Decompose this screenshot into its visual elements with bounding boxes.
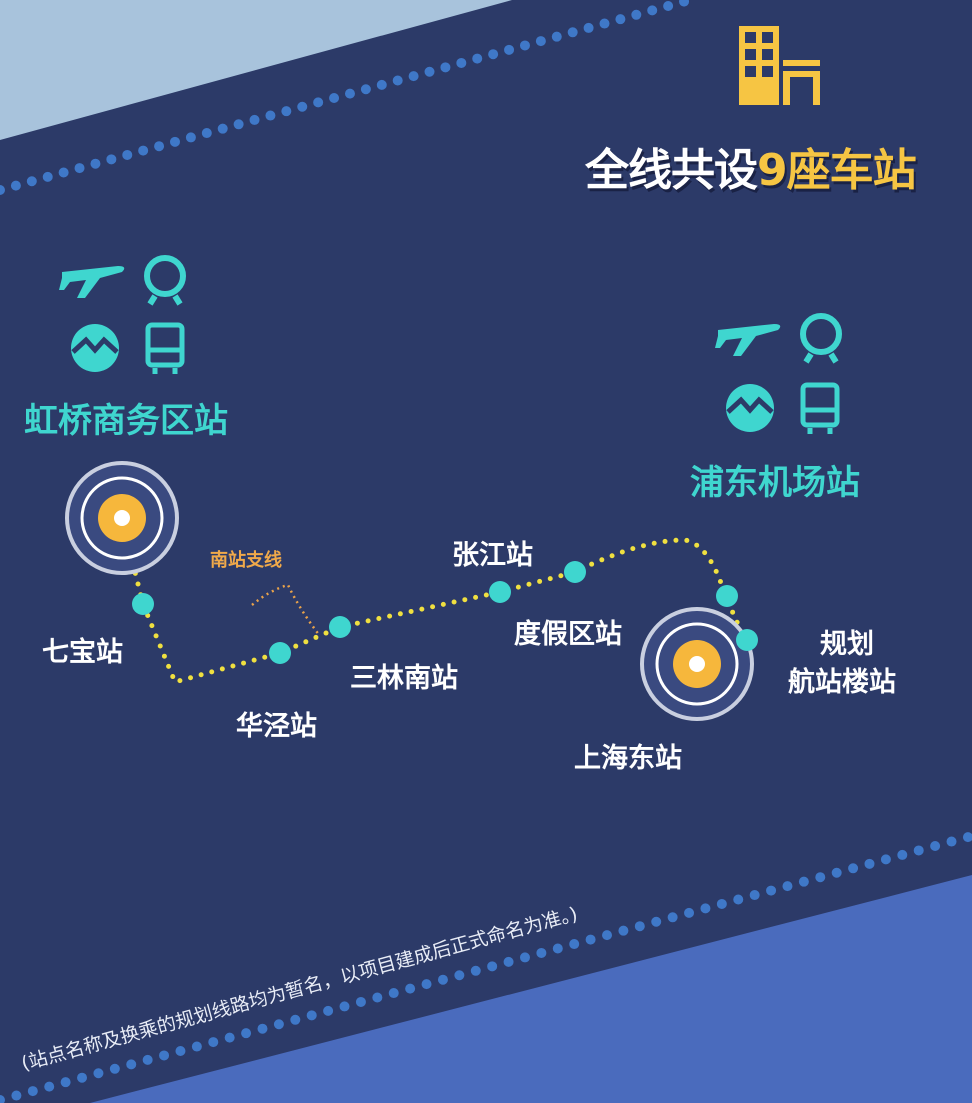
south-station-branch-line	[251, 583, 321, 637]
station-dot-qibao[interactable]	[132, 593, 154, 615]
station-dot-terminal[interactable]	[736, 629, 758, 651]
branch-label: 南站支线	[210, 550, 282, 571]
page-title: 全线共设9座车站	[585, 134, 917, 198]
station-dot-huajing[interactable]	[269, 642, 291, 664]
airplane-icon	[715, 324, 781, 356]
title-suffix: 座车站	[786, 145, 917, 196]
bus-icon	[145, 322, 185, 374]
metro-icon	[726, 384, 774, 432]
station-label-zhangjiang: 张江站	[452, 540, 533, 571]
airplane-icon	[59, 266, 125, 298]
station-label-terminal-line1: 规划	[820, 629, 874, 660]
station-label-terminal-line2: 航站楼站	[788, 667, 896, 698]
railway-icon	[144, 255, 186, 306]
station-dot-zhangjiang[interactable]	[489, 581, 511, 603]
bus-icon	[800, 382, 840, 434]
shanghai-east-hub-marker[interactable]	[640, 607, 754, 721]
station-label-shanghai-east: 上海东站	[574, 743, 682, 774]
railway-icon	[800, 313, 842, 364]
bottom-dotted-line	[0, 831, 972, 1103]
pudong-transfer-icons	[715, 313, 842, 434]
station-label-huajing: 华泾站	[236, 711, 317, 742]
hongqiao-hub-marker[interactable]	[65, 461, 179, 575]
hongqiao-transfer-icons	[59, 255, 186, 374]
station-dot-pudong-airport[interactable]	[716, 585, 738, 607]
station-dot-resort[interactable]	[564, 561, 586, 583]
building-icon	[739, 26, 820, 105]
title-prefix: 全线共设	[585, 145, 758, 196]
station-label-resort: 度假区站	[514, 619, 622, 650]
station-count: 9	[757, 145, 788, 196]
station-dot-sanlin-south[interactable]	[329, 616, 351, 638]
station-label-sanlin-south: 三林南站	[350, 663, 458, 694]
bottom-panel	[90, 875, 972, 1103]
hub-label-hongqiao: 虹桥商务区站	[24, 401, 228, 441]
hub-label-pudong-airport: 浦东机场站	[690, 463, 860, 503]
station-label-qibao: 七宝站	[42, 637, 123, 668]
top-dotted-line	[0, 0, 695, 195]
metro-icon	[71, 324, 119, 372]
top-left-panel	[0, 0, 512, 140]
